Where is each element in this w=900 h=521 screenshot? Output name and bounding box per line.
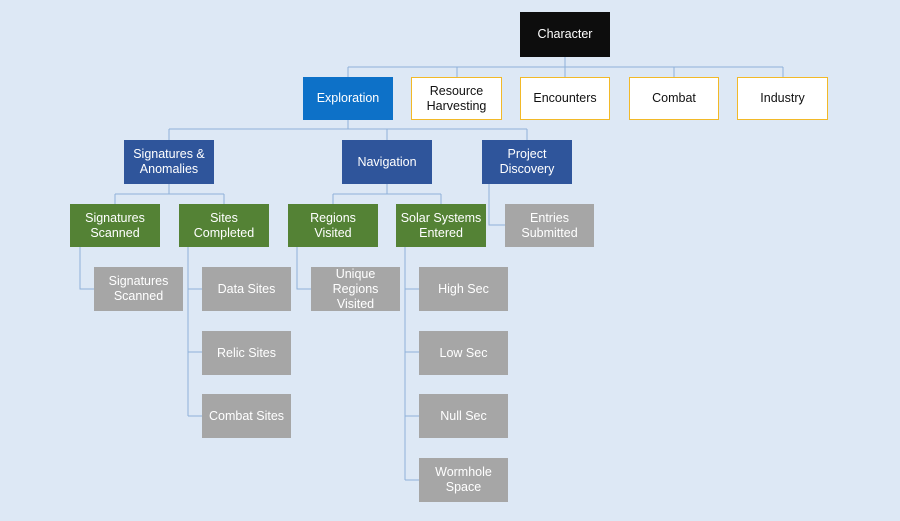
node-resource-harvesting: Resource Harvesting <box>411 77 502 120</box>
node-industry: Industry <box>737 77 828 120</box>
node-navigation: Navigation <box>342 140 432 184</box>
node-null-sec: Null Sec <box>419 394 508 438</box>
node-low-sec: Low Sec <box>419 331 508 375</box>
node-data-sites: Data Sites <box>202 267 291 311</box>
node-exploration: Exploration <box>303 77 393 120</box>
node-entries-submitted: Entries Submitted <box>505 204 594 247</box>
node-regions-visited: Regions Visited <box>288 204 378 247</box>
node-encounters: Encounters <box>520 77 610 120</box>
node-relic-sites: Relic Sites <box>202 331 291 375</box>
node-unique-regions-visited: Unique Regions Visited <box>311 267 400 311</box>
node-project-discovery: Project Discovery <box>482 140 572 184</box>
node-high-sec: High Sec <box>419 267 508 311</box>
node-combat-sites: Combat Sites <box>202 394 291 438</box>
node-character: Character <box>520 12 610 57</box>
node-signatures-scanned: Signatures Scanned <box>70 204 160 247</box>
node-solar-systems-entered: Solar Systems Entered <box>396 204 486 247</box>
node-sites-completed: Sites Completed <box>179 204 269 247</box>
node-signatures-anomalies: Signatures & Anomalies <box>124 140 214 184</box>
node-combat: Combat <box>629 77 719 120</box>
node-wormhole-space: Wormhole Space <box>419 458 508 502</box>
node-signatures-scanned-leaf: Signatures Scanned <box>94 267 183 311</box>
